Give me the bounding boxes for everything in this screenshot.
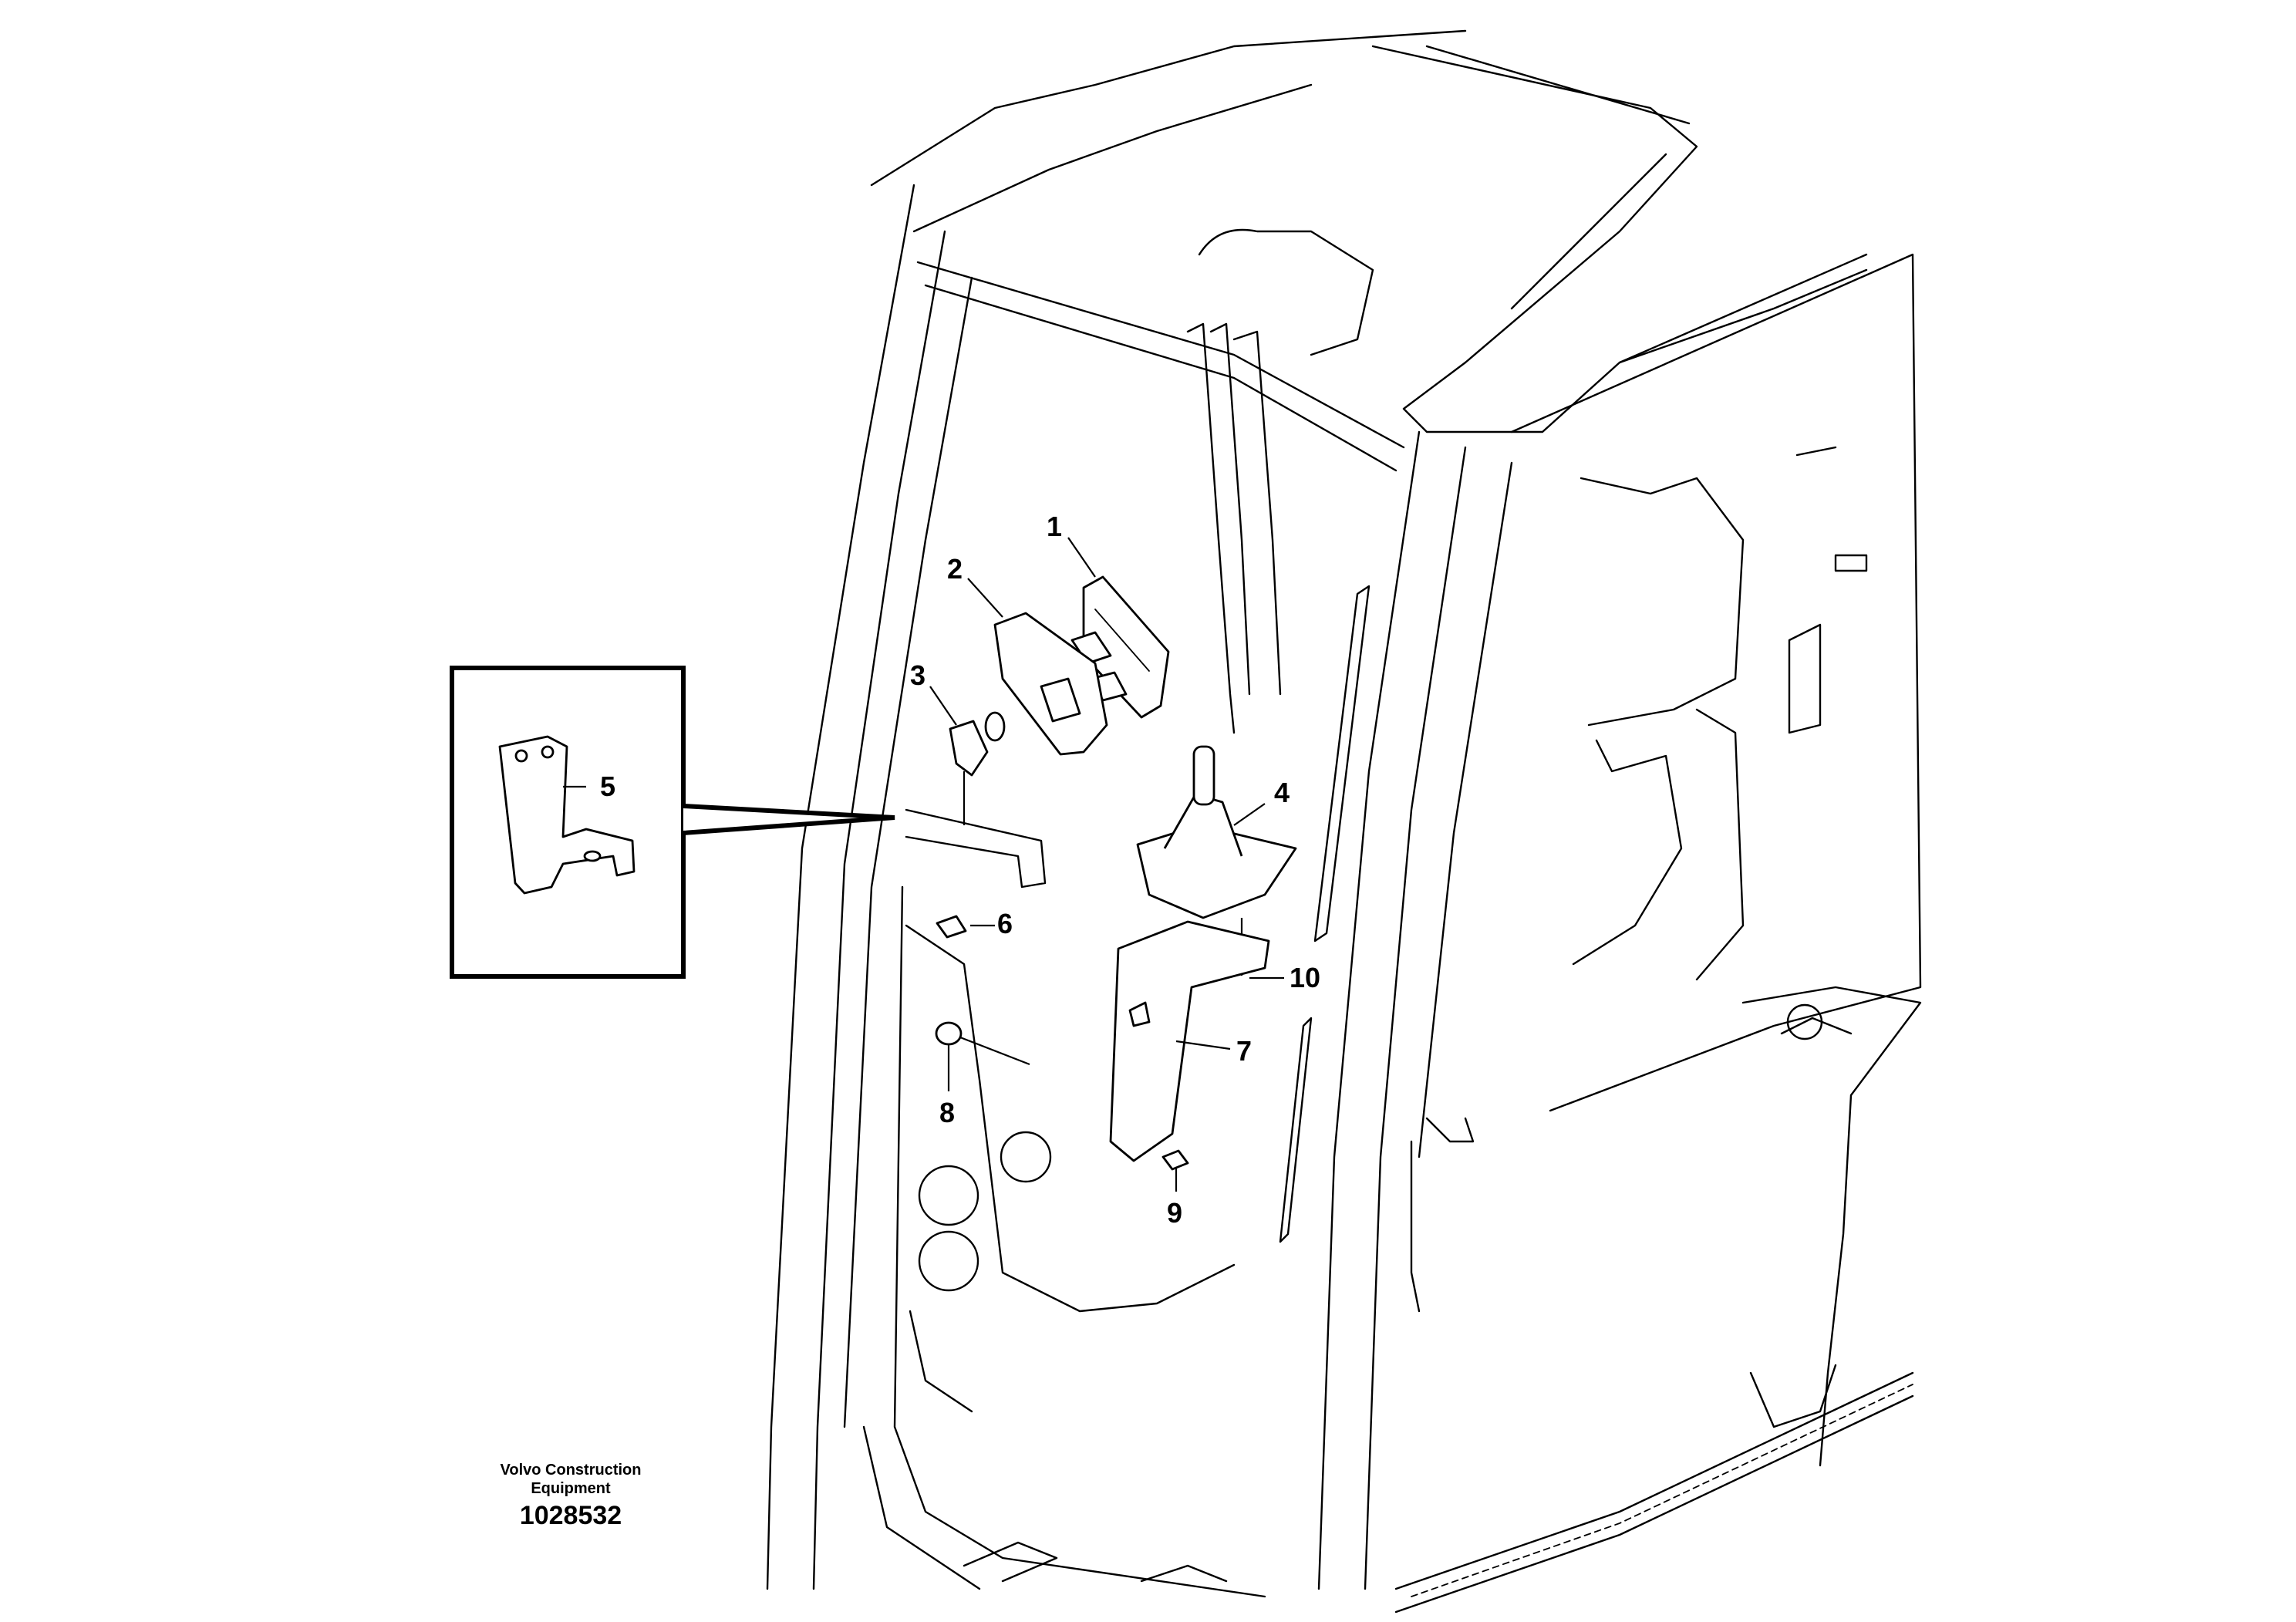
callout-8: 8 bbox=[939, 1097, 955, 1128]
seat-bracket-mount bbox=[905, 808, 1047, 889]
callout-leaders bbox=[563, 537, 1284, 1050]
inset-pointer bbox=[683, 804, 895, 835]
cab-frame bbox=[766, 29, 1868, 1598]
company-line-1: Volvo Construction bbox=[500, 1462, 642, 1479]
part-7-bracket bbox=[1109, 920, 1270, 1162]
callout-6: 6 bbox=[997, 908, 1013, 939]
callout-1: 1 bbox=[1047, 511, 1062, 542]
part-4-joystick bbox=[1136, 745, 1297, 976]
detail-inset bbox=[450, 666, 895, 979]
part-3-knob bbox=[949, 711, 1006, 825]
callout-10: 10 bbox=[1290, 962, 1320, 993]
part-9-bolt bbox=[1161, 1149, 1189, 1192]
bracket-hole bbox=[583, 850, 602, 862]
windscreen-wipers bbox=[1186, 228, 1374, 1243]
bracket-hole bbox=[541, 745, 555, 759]
bracket-hole bbox=[514, 749, 528, 763]
document-number: 1028532 bbox=[519, 1501, 622, 1530]
callout-4: 4 bbox=[1274, 777, 1290, 808]
rear-cab-body bbox=[1394, 253, 1922, 1614]
part-6-screw bbox=[936, 915, 967, 939]
callout-5: 5 bbox=[600, 771, 615, 802]
part-2-cover bbox=[993, 612, 1108, 756]
part-8-grommet bbox=[935, 1021, 1030, 1091]
company-line-2: Equipment bbox=[531, 1480, 611, 1497]
callout-3: 3 bbox=[910, 659, 925, 691]
callout-7: 7 bbox=[1236, 1035, 1252, 1067]
callout-9: 9 bbox=[1167, 1197, 1182, 1229]
callout-2: 2 bbox=[947, 553, 963, 585]
callout-labels: 1 2 3 4 5 6 7 8 9 10 bbox=[600, 511, 1320, 1229]
company-name: Volvo Construction Equipment bbox=[432, 1461, 710, 1498]
